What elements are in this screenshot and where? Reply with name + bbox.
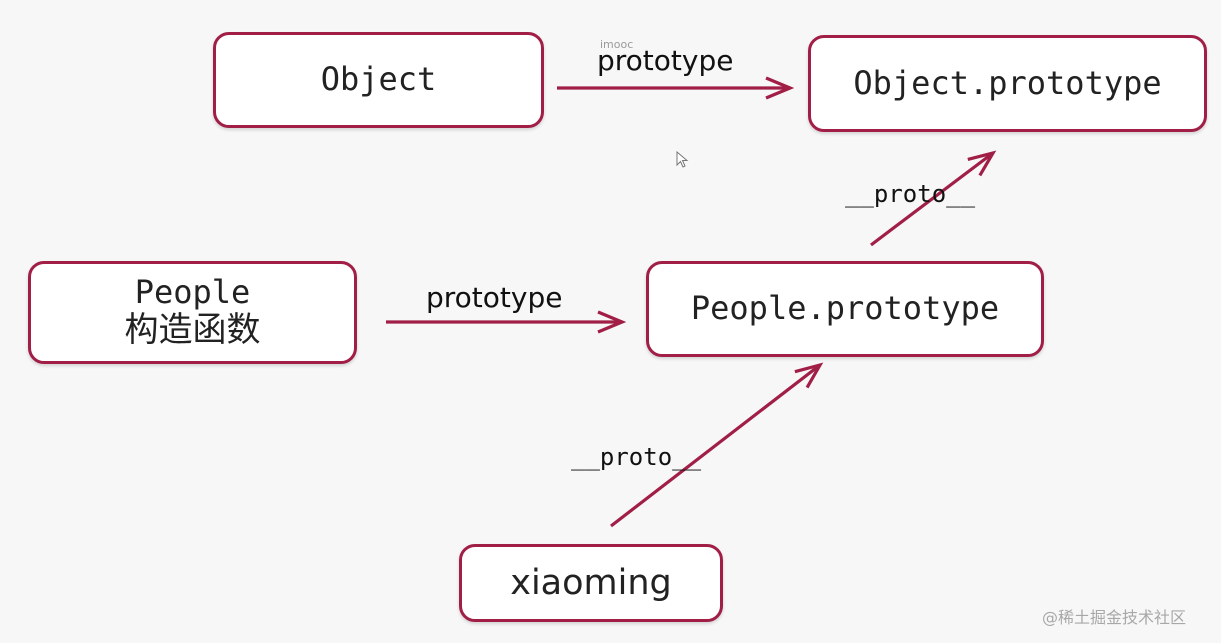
node-people-label: People	[134, 273, 251, 312]
edge-people-prototype-proto-label: __proto__	[845, 180, 976, 208]
edge-object-prototype-label: prototype	[597, 44, 734, 77]
node-xiaoming-label: xiaoming	[510, 562, 672, 603]
edge-people-prototype-proto-arrow	[870, 153, 993, 247]
node-object-prototype-label: Object.prototype	[853, 63, 1162, 102]
edge-people-prototype-label: prototype	[426, 281, 563, 314]
edge-xiaoming-proto-arrow	[610, 365, 820, 528]
node-people-constructor: People 构造函数	[28, 261, 357, 364]
node-xiaoming: xiaoming	[459, 544, 723, 622]
node-people-prototype-label: People.prototype	[690, 289, 1000, 328]
node-people-subtitle: 构造函数	[124, 309, 261, 350]
node-people-prototype: People.prototype	[646, 261, 1044, 357]
node-object-label: Object	[320, 60, 437, 99]
imooc-watermark: imooc	[600, 38, 634, 51]
node-object: Object	[213, 32, 544, 128]
edge-xiaoming-proto-label: __proto__	[571, 443, 702, 471]
mouse-pointer-icon	[676, 151, 689, 168]
juejin-watermark: @稀土掘金技术社区	[1042, 608, 1187, 627]
node-object-prototype: Object.prototype	[808, 35, 1207, 132]
